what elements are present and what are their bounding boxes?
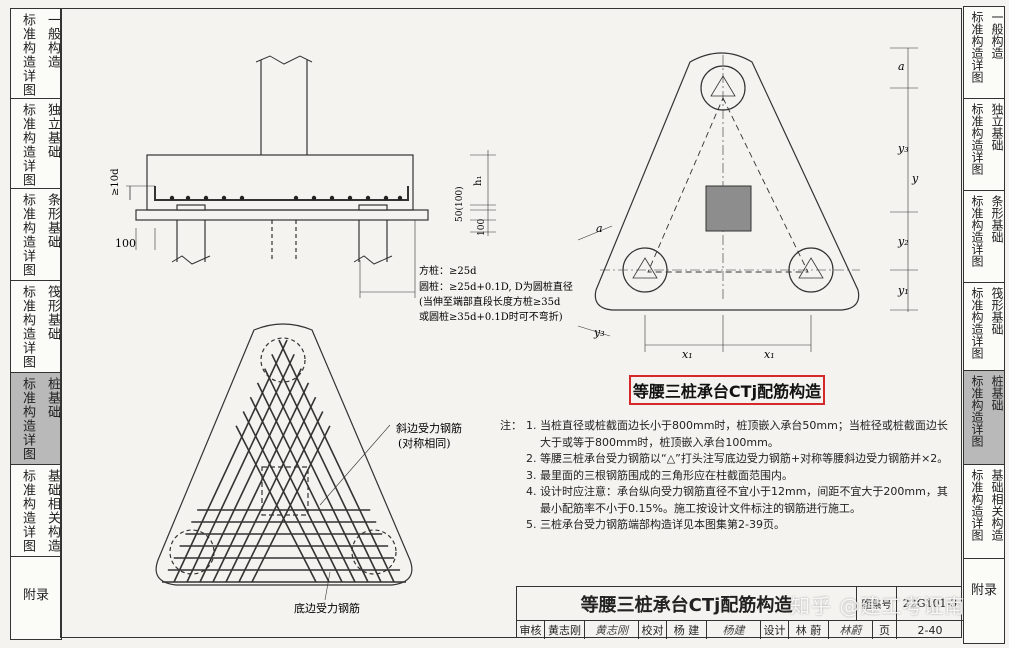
note-item-5: 5. 三桩承台受力钢筋端部构造详见本图集第2-39页。 [526,518,785,531]
atlas-label: 图集号 [857,587,897,621]
figure-caption: 等腰三桩承台CTj配筋构造 [629,375,825,405]
category-isolated-footing-right[interactable]: 标准构造详图独立基础 [964,99,1004,191]
category-appendix-right[interactable]: 附录 [970,583,997,598]
rebar-line [199,368,303,583]
dim-10d: ≥10d [110,168,121,196]
note-item-1: 1. 当桩直径或桩截面边长小于800mm时，桩顶嵌入承台50mm；当桩径或桩截面… [526,419,948,449]
note-item-2: 2. 等腰三桩承台受力钢筋以“△”打头注写底边受力钢筋+对称等腰斜边受力钢筋并×… [526,452,949,465]
rebar-line [271,353,382,583]
atlas-number: 22G101-3 [897,587,963,621]
anchor-square: 方桩：≥25d [419,264,477,277]
anchor-round: 圆桩：≥25d+0.1D, D为圆桩直径 [419,280,573,293]
category-related-construction-right[interactable]: 标准构造详图基础相关构造 [964,465,1004,559]
dim-50-100: 50(100) [454,186,465,222]
design-label: 设计 [761,621,789,639]
rebar-line [242,411,330,583]
rebar-line [235,425,317,583]
section-view [126,55,496,298]
page-number: 2-40 [917,623,943,637]
review-label: 审核 [517,621,545,639]
category-pile-foundation-right[interactable]: 标准构造详图桩基础 [964,371,1004,465]
rebar-line [249,396,343,583]
column-section [705,185,752,232]
rebar-line [251,425,331,583]
plan-label-x1-left: x₁ [682,348,693,361]
category-raft-foundation-right[interactable]: 标准构造详图筏形基础 [964,283,1004,371]
rebar-grid [162,339,406,583]
plan-view [577,47,918,352]
rebar-line [256,382,356,583]
note-item-4: 4. 设计时应注意：承台纵向受力钢筋直径不宜小于12mm，间距不宜大于200mm… [526,485,948,515]
left-category-strip: 标准构造详图一般构造 标准构造详图独立基础 标准构造详图条形基础 标准构造详图筏… [10,8,62,640]
rebar-line [173,339,288,583]
design-name: 林 蔚 [789,621,829,639]
check-signature: 杨建 [707,621,761,639]
signature-row: 审核 黄志刚 黄志刚 校对 杨 建 杨建 设计 林 蔚 林蔚 页 2-40 [517,621,963,639]
plan-label-y2: y₂ [897,235,909,248]
category-strip-footing-right[interactable]: 标准构造详图条形基础 [964,191,1004,283]
rebar-line [186,353,295,583]
oblique-rebar-label: 斜边受力钢筋 [396,421,462,435]
category-isolated-footing[interactable]: 标准构造详图独立基础 [11,99,61,189]
plan-label-a-top: a [898,60,905,73]
page-label: 页 [873,621,897,639]
title-block: 等腰三桩承台CTj配筋构造 图集号 22G101-3 审核 黄志刚 黄志刚 校对… [516,586,963,639]
note-item-3: 3. 最里面的三根钢筋围成的三角形应在柱截面范围内。 [526,468,793,482]
rebar-dots [169,195,403,201]
oblique-rebar-sub: (对称相同) [398,436,451,450]
rebar-line [263,368,369,583]
right-category-strip: 标准构造详图一般构造 标准构造详图独立基础 标准构造详图条形基础 标准构造详图筏… [963,6,1005,644]
plan-label-y3: y₃ [897,142,909,155]
plan-label-y3-side: y₃ [593,326,605,339]
notes-label: 注： [500,419,522,432]
plan-label-a-side: a [596,222,603,235]
category-general-right[interactable]: 标准构造详图一般构造 [964,7,1004,99]
category-raft-foundation[interactable]: 标准构造详图筏形基础 [11,281,61,373]
plan-label-y1: y₁ [897,284,909,297]
plan-label-y: y [911,172,919,185]
anchor-note-2: 或圆桩≥35d+0.1D时可不弯折) [419,310,563,323]
category-general[interactable]: 标准构造详图一般构造 [11,9,61,99]
rebar-line [238,411,324,583]
check-name: 杨 建 [667,621,707,639]
plan-label-x1-right: x₁ [764,348,775,361]
review-name: 黄志刚 [545,621,585,639]
dim-100-right: 100 [477,219,487,236]
category-related-construction[interactable]: 标准构造详图基础相关构造 [11,465,61,557]
anchor-note-1: (当伸至端部直段长度方桩≥35d [419,295,561,308]
rebar-line [278,339,395,583]
title-block-title: 等腰三桩承台CTj配筋构造 [517,587,857,621]
rebar-line [225,396,317,583]
bottom-rebar-label: 底边受力钢筋 [294,601,360,615]
drawing-frame [60,8,962,638]
design-signature: 林蔚 [829,621,873,639]
dim-100-left: 100 [115,237,136,250]
category-appendix[interactable]: 附录 [22,588,49,603]
review-signature: 黄志刚 [585,621,639,639]
category-pile-foundation[interactable]: 标准构造详图桩基础 [11,373,61,465]
dim-h1: h₁ [473,176,484,186]
check-label: 校对 [639,621,667,639]
category-strip-footing[interactable]: 标准构造详图条形基础 [11,189,61,281]
watermark: 知乎 @建工考证南 [790,594,966,618]
rebar-line [212,382,310,583]
